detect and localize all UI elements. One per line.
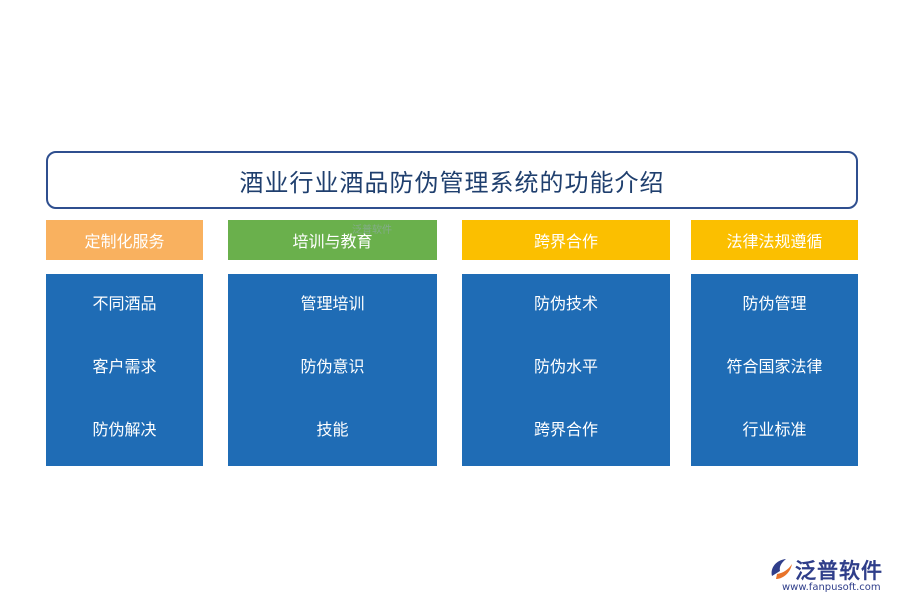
column-item: 管理培训	[300, 294, 365, 313]
column-training: 培训与教育 管理培训 防伪意识 技能	[228, 220, 437, 466]
column-item: 防伪意识	[300, 357, 365, 376]
column-body: 不同酒品 客户需求 防伪解决	[46, 274, 203, 466]
column-header-label: 法律法规遵循	[726, 232, 823, 251]
column-body: 防伪管理 符合国家法律 行业标准	[691, 274, 858, 466]
column-header: 培训与教育	[228, 220, 437, 260]
column-header: 法律法规遵循	[691, 220, 858, 260]
column-body: 防伪技术 防伪水平 跨界合作	[462, 274, 670, 466]
title-box: 酒业行业酒品防伪管理系统的功能介绍	[46, 151, 858, 209]
watermark: 泛普软件	[352, 225, 392, 236]
column-item: 防伪技术	[533, 294, 598, 313]
column-item: 行业标准	[742, 420, 807, 439]
column-item: 跨界合作	[533, 420, 598, 439]
column-header-label: 定制化服务	[84, 232, 165, 251]
column-item: 防伪解决	[92, 420, 157, 439]
fanpu-logo-icon	[771, 559, 792, 579]
column-item: 不同酒品	[92, 294, 157, 313]
column-item: 客户需求	[92, 357, 157, 376]
column-item: 符合国家法律	[726, 357, 823, 376]
column-body: 管理培训 防伪意识 技能	[228, 274, 437, 466]
logo-url: www.fanpusoft.com	[782, 582, 881, 593]
column-header-label: 培训与教育	[292, 232, 373, 251]
column-legal: 法律法规遵循 防伪管理 符合国家法律 行业标准	[691, 220, 858, 466]
brand-logo: 泛普软件 www.fanpusoft.com	[768, 556, 892, 596]
column-cooperation: 跨界合作 防伪技术 防伪水平 跨界合作	[462, 220, 670, 466]
column-customization: 定制化服务 不同酒品 客户需求 防伪解决	[46, 220, 203, 466]
logo-name: 泛普软件	[795, 559, 883, 583]
column-header-label: 跨界合作	[533, 232, 598, 251]
column-header: 定制化服务	[46, 220, 203, 260]
diagram-title: 酒业行业酒品防伪管理系统的功能介绍	[239, 168, 665, 197]
column-item: 防伪水平	[533, 357, 598, 376]
column-header: 跨界合作	[462, 220, 670, 260]
column-item: 防伪管理	[742, 294, 807, 313]
column-item: 技能	[316, 420, 349, 439]
